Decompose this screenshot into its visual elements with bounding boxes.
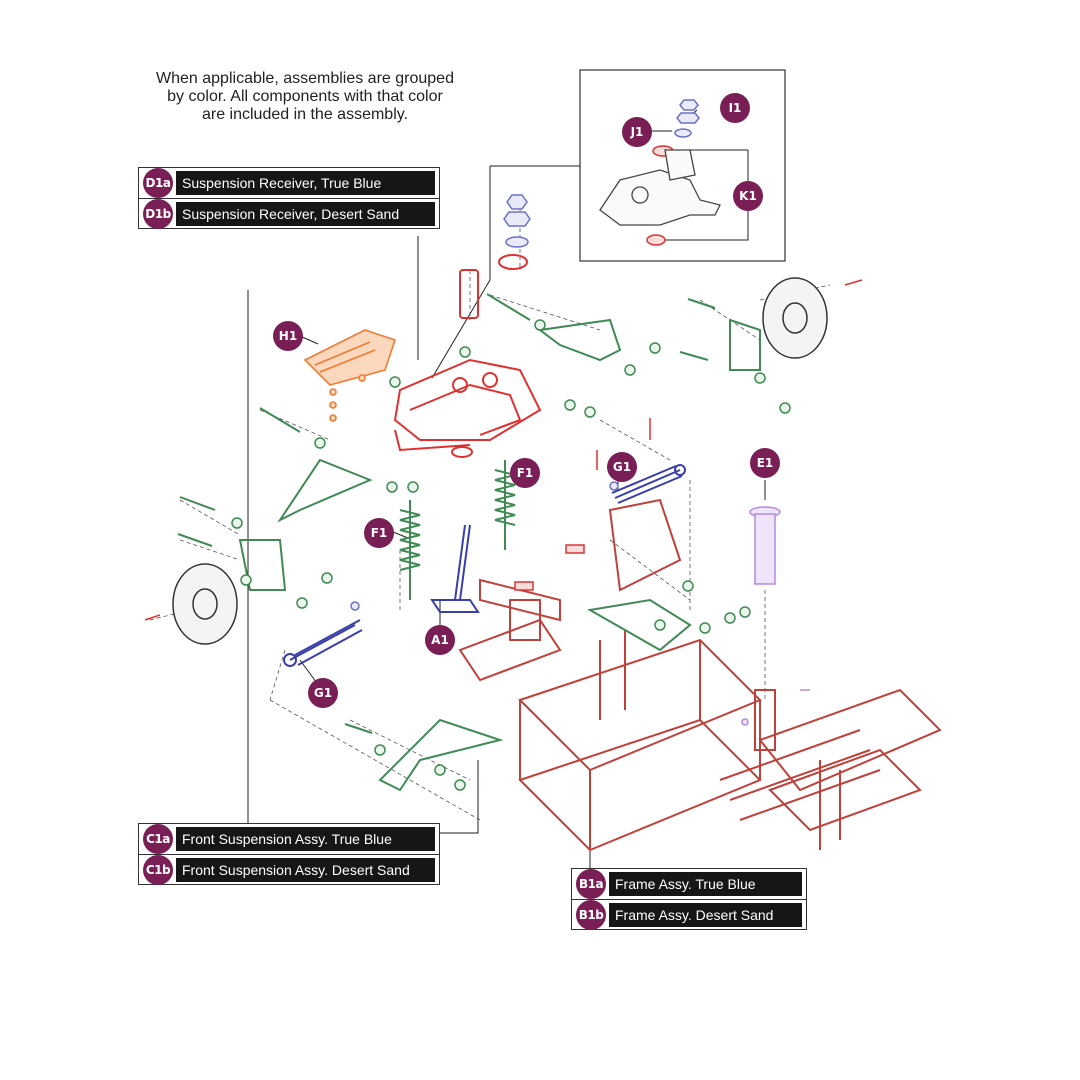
legend-row-b1a: B1a Frame Assy. True Blue (572, 869, 806, 899)
front-suspension (177, 293, 761, 792)
legend-row-c1b: C1b Front Suspension Assy. Desert Sand (139, 854, 439, 885)
callout-g1-bottom: G1 (308, 678, 338, 708)
legend-row-c1a: C1a Front Suspension Assy. True Blue (139, 824, 439, 854)
tie-rods (283, 464, 686, 667)
callout-h1: H1 (273, 321, 303, 351)
legend-badge-d1b: D1b (143, 198, 173, 229)
callout-f1-top: F1 (510, 458, 540, 488)
bushing-sleeve (741, 506, 810, 726)
legend-frame: B1a Frame Assy. True Blue B1b Frame Assy… (571, 868, 807, 930)
legend-label-d1a: Suspension Receiver, True Blue (176, 171, 435, 195)
hardware-stack (350, 99, 700, 611)
legend-suspension-receiver: D1a Suspension Receiver, True Blue D1b S… (138, 167, 440, 229)
legend-label-b1a: Frame Assy. True Blue (609, 872, 802, 896)
legend-row-b1b: B1b Frame Assy. Desert Sand (572, 899, 806, 930)
inset-knuckle (599, 149, 721, 226)
callout-f1-left: F1 (364, 518, 394, 548)
note-line-2: by color. All components with that color (167, 88, 443, 105)
callout-e1: E1 (750, 448, 780, 478)
legend-row-d1b: D1b Suspension Receiver, Desert Sand (139, 198, 439, 229)
legend-badge-b1b: B1b (576, 899, 606, 930)
suspension-receiver (393, 254, 542, 458)
callout-k1: K1 (733, 181, 763, 211)
legend-label-c1a: Front Suspension Assy. True Blue (176, 827, 435, 851)
callout-g1-top: G1 (607, 452, 637, 482)
legend-label-b1b: Frame Assy. Desert Sand (609, 902, 802, 927)
callout-i1: I1 (720, 93, 750, 123)
legend-label-d1b: Suspension Receiver, Desert Sand (176, 201, 435, 226)
callout-j1: J1 (622, 117, 652, 147)
note-line-1: When applicable, assemblies are grouped (156, 70, 454, 87)
legend-label-c1b: Front Suspension Assy. Desert Sand (176, 857, 435, 882)
legend-badge-b1a: B1a (576, 869, 606, 899)
legend-badge-c1b: C1b (143, 854, 173, 885)
legend-badge-d1a: D1a (143, 168, 173, 198)
frame-assembly (458, 498, 942, 852)
legend-badge-c1a: C1a (143, 824, 173, 854)
shield-bracket (303, 329, 397, 422)
assembly-color-note: When applicable, assemblies are grouped … (120, 70, 490, 124)
note-line-3: are included in the assembly. (201, 106, 409, 123)
legend-front-suspension: C1a Front Suspension Assy. True Blue C1b… (138, 823, 440, 885)
legend-row-d1a: D1a Suspension Receiver, True Blue (139, 168, 439, 198)
brake-discs (172, 277, 828, 645)
callout-a1: A1 (425, 625, 455, 655)
